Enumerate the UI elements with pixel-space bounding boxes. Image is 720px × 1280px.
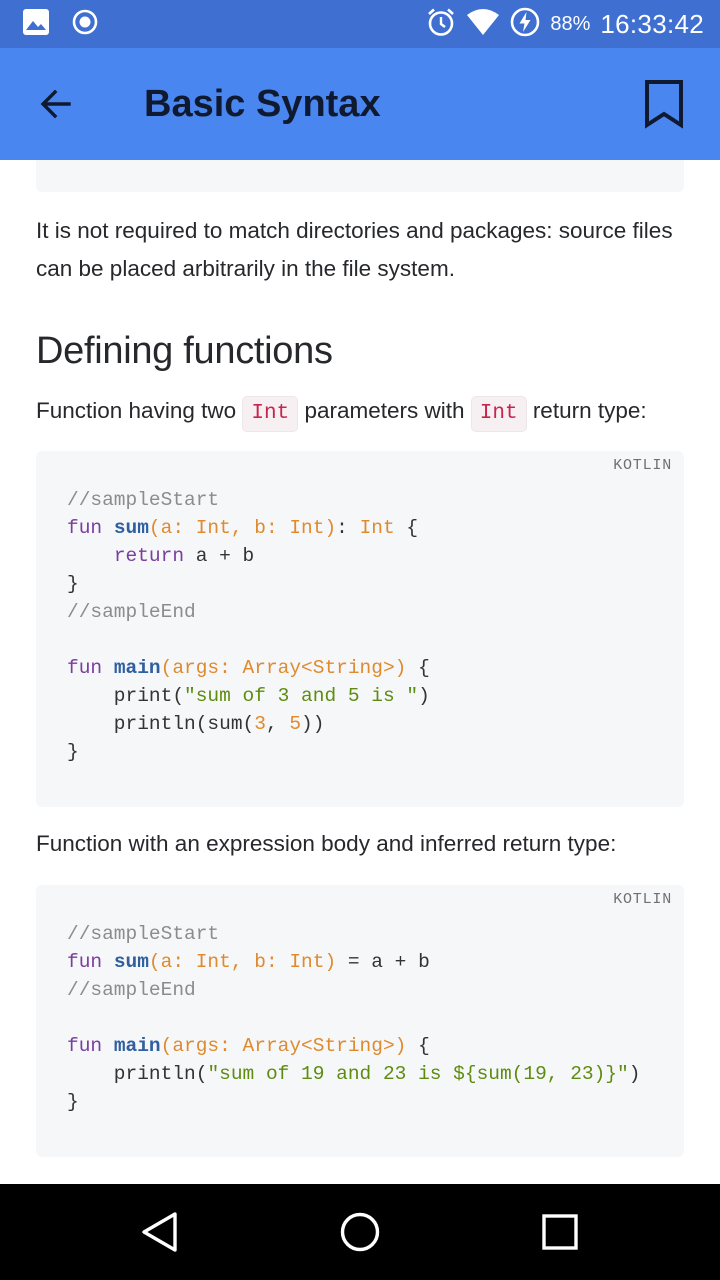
paragraph-packages: It is not required to match directories …	[36, 218, 673, 281]
code-listing: //sampleStart fun sum(a: Int, b: Int): I…	[67, 489, 430, 763]
section-heading: Defining functions	[36, 330, 333, 372]
code-block-expression[interactable]: KOTLIN //sampleStart fun sum(a: Int, b: …	[36, 885, 684, 1157]
image-icon	[22, 8, 50, 41]
inline-code: Int	[242, 396, 299, 432]
nav-recents-button[interactable]	[530, 1202, 590, 1262]
wifi-icon	[466, 8, 500, 41]
status-bar: 88% 16:33:42	[0, 0, 720, 48]
app-bar: Basic Syntax	[0, 48, 720, 160]
paragraph-text: return type:	[526, 398, 647, 423]
battery-percent: 88%	[550, 12, 591, 35]
code-block-previous	[36, 160, 684, 192]
paragraph-text: Function having two	[36, 398, 243, 423]
article-content[interactable]: It is not required to match directories …	[0, 160, 720, 1184]
nav-back-icon	[142, 1212, 177, 1252]
page-title: Basic Syntax	[144, 83, 381, 125]
battery-charging-icon	[510, 7, 540, 42]
alarm-icon	[426, 7, 456, 42]
inline-code: Int	[470, 396, 527, 432]
nav-home-icon	[340, 1212, 380, 1252]
back-arrow-icon	[40, 89, 71, 119]
language-label: KOTLIN	[613, 457, 672, 474]
bookmark-button[interactable]	[636, 76, 692, 132]
back-button[interactable]	[28, 76, 84, 132]
record-icon	[72, 9, 98, 40]
code-block-sum[interactable]: KOTLIN //sampleStart fun sum(a: Int, b: …	[36, 451, 684, 807]
language-label: KOTLIN	[613, 891, 672, 908]
nav-back-button[interactable]	[130, 1202, 190, 1262]
nav-home-button[interactable]	[330, 1202, 390, 1262]
clock-time: 16:33:42	[600, 8, 704, 39]
bookmark-icon	[645, 80, 683, 129]
paragraph-two-int: Function having two Int parameters with …	[36, 392, 696, 432]
code-listing: //sampleStart fun sum(a: Int, b: Int) = …	[67, 923, 641, 1113]
paragraph-expression: Function with an expression body and inf…	[36, 831, 617, 856]
navigation-bar	[0, 1184, 720, 1280]
paragraph-text: parameters with	[298, 398, 471, 423]
nav-recents-icon	[542, 1214, 578, 1250]
